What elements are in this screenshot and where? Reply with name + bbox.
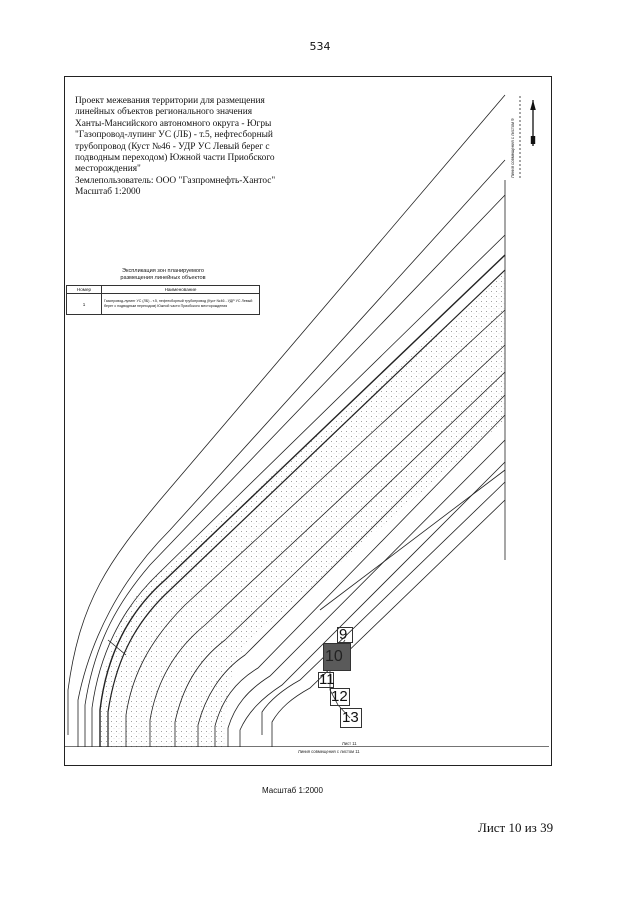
point-box-12 xyxy=(330,688,350,706)
boundary-line xyxy=(125,309,506,747)
title-line: трубопровод (Куст №46 - УДР УС Левый бер… xyxy=(75,141,270,152)
boundary-line xyxy=(271,499,506,747)
boundary-line xyxy=(214,414,506,747)
sheet-label: Лист 11 xyxy=(342,741,357,746)
sheet-footer: Лист 10 из 39 xyxy=(478,820,554,835)
bottom-match-note: Линия совмещения с листом 11 xyxy=(298,749,360,754)
legend-row: 1 Газопровод-лупинг УС (ЛБ) - т.5, нефте… xyxy=(66,293,260,315)
point-label-9: 9 xyxy=(339,626,348,643)
page-number: 534 xyxy=(309,40,331,53)
point-label-10: 10 xyxy=(325,648,343,665)
pipeline-line xyxy=(99,254,506,747)
title-line: Ханты-Мансийского автономного округа - Ю… xyxy=(75,118,272,129)
point-box-13 xyxy=(340,708,362,728)
pipeline-line xyxy=(107,269,506,747)
title-line: "Газопровод-лупинг УС (ЛБ) - т.5, нефтес… xyxy=(75,130,273,141)
title-line: подводным переходом) Южной части Приобск… xyxy=(75,153,275,164)
legend-row-number: 1 xyxy=(66,293,102,315)
top-match-note: Линия совмещения с листом 9 xyxy=(510,118,515,178)
legend-title: Экспликация зон планируемого размещения … xyxy=(66,268,260,282)
boundary-line xyxy=(77,159,506,747)
point-box-11 xyxy=(318,672,334,688)
scale-bottom: Масштаб 1:2000 xyxy=(262,786,323,795)
project-title-block: Проект межевания территории для размещен… xyxy=(75,96,315,199)
legend-header-number: Номер xyxy=(66,285,102,294)
legend-title-line: Экспликация зон планируемого xyxy=(121,268,205,274)
boundary-line xyxy=(239,461,506,747)
legend-table: Экспликация зон планируемого размещения … xyxy=(66,268,260,315)
point-label-13: 13 xyxy=(342,709,359,726)
point-label-12: 12 xyxy=(331,688,348,705)
title-line: месторождения" xyxy=(75,164,141,175)
legend-row-name: Газопровод-лупинг УС (ЛБ) - т.5, нефтесб… xyxy=(101,293,260,315)
legend-header-name: Наименование xyxy=(101,285,260,294)
land-user: Землепользователь: ООО "Газпромнефть-Хан… xyxy=(75,175,276,186)
boundary-line xyxy=(67,94,506,735)
legend-title-line: размещения линейных объектов xyxy=(120,275,206,281)
north-arrow-icon xyxy=(530,100,536,146)
boundary-line xyxy=(149,344,506,747)
point-box-9 xyxy=(337,627,353,643)
planned-zone-area xyxy=(100,248,505,747)
boundary-line xyxy=(197,394,506,747)
point-label-11: 11 xyxy=(319,671,335,688)
boundary-line xyxy=(91,234,506,747)
point-box-10 xyxy=(323,643,351,671)
title-line: Проект межевания территории для размещен… xyxy=(75,96,265,106)
parcel-line xyxy=(319,469,506,611)
title-line: линейных объектов регионального значения xyxy=(75,107,253,118)
boundary-line xyxy=(227,439,506,747)
boundary-line xyxy=(174,371,506,747)
boundary-line xyxy=(261,481,506,735)
boundary-line xyxy=(84,194,506,747)
scale-top: Масштаб 1:2000 xyxy=(75,187,141,198)
map-sheet-frame xyxy=(64,76,552,766)
parcel-line xyxy=(107,639,127,656)
